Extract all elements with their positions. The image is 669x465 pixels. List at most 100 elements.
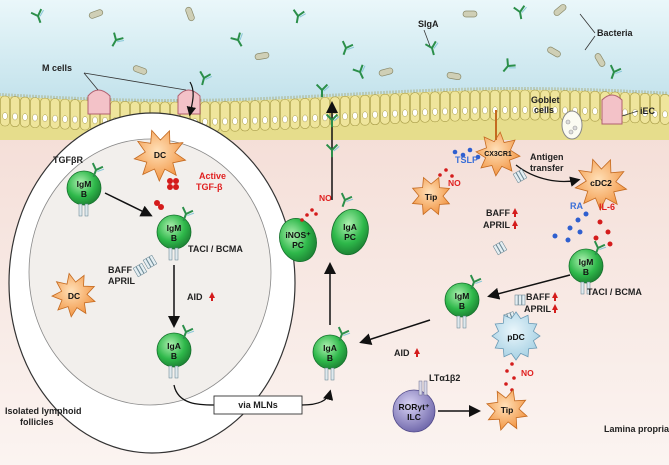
no-dots-1 bbox=[300, 208, 318, 222]
label-april-3: APRIL bbox=[524, 304, 552, 314]
siga-antibody bbox=[325, 113, 340, 128]
siga-antibody bbox=[292, 9, 306, 24]
b-cell-receptor bbox=[174, 365, 179, 379]
epithelial-cell bbox=[420, 91, 430, 123]
lta-receptor bbox=[418, 380, 428, 396]
label-il6: IL-6 bbox=[599, 202, 615, 212]
label-lamina-propria: Lamina propria bbox=[604, 424, 669, 434]
cx3cr1-label: CX3CR1 bbox=[484, 151, 512, 158]
label-goblet-cells: Goblet bbox=[531, 95, 560, 105]
b-cell-body bbox=[444, 282, 480, 318]
siga-antibody bbox=[424, 40, 439, 56]
mid-to-iga-arrow bbox=[359, 319, 431, 345]
epithelial-cell bbox=[20, 96, 30, 128]
b-cell-label: IgM bbox=[455, 291, 470, 301]
baff-trimer bbox=[142, 254, 158, 270]
siga-antibody bbox=[315, 83, 330, 98]
epithelial-nucleus bbox=[642, 109, 648, 118]
siga-antibody bbox=[341, 40, 355, 56]
baff-trimer bbox=[512, 168, 528, 184]
epithelial-cell bbox=[210, 101, 220, 132]
b-cell-receptor bbox=[168, 365, 173, 379]
epithelial-nucleus bbox=[92, 116, 98, 125]
siga-antibody bbox=[199, 70, 213, 86]
ilc-label-1: RORγt⁺ bbox=[399, 402, 430, 412]
label-april-2: APRIL bbox=[483, 220, 511, 230]
epithelial-cell bbox=[510, 89, 520, 121]
pdc-label: pDC bbox=[507, 332, 524, 342]
red-dot-cluster-1 bbox=[154, 200, 164, 210]
il6-dots bbox=[593, 219, 613, 247]
tip-dc-1: Tip bbox=[411, 176, 451, 216]
epithelial-nucleus bbox=[302, 114, 308, 123]
epithelial-nucleus bbox=[442, 107, 448, 116]
label-baff-2: BAFF bbox=[486, 208, 510, 218]
ilc-cell: RORγt⁺ ILC bbox=[392, 389, 436, 433]
label-taci-bcma-1: TACI / BCMA bbox=[188, 244, 243, 254]
siga-antibody bbox=[469, 274, 483, 290]
m-cells-pointer bbox=[83, 72, 99, 91]
epithelial-cell bbox=[310, 97, 320, 129]
baff-trimer bbox=[132, 262, 148, 278]
tgf-beta-dots bbox=[167, 178, 179, 190]
epithelial-nucleus bbox=[532, 106, 538, 114]
iga-plasma-cell: IgA PC bbox=[331, 208, 369, 256]
april-up-arrow-3 bbox=[552, 304, 558, 313]
goblet-cells bbox=[561, 110, 583, 140]
epithelial-nucleus bbox=[232, 117, 238, 125]
epithelial-nucleus bbox=[82, 116, 88, 124]
label-baff-3: BAFF bbox=[526, 292, 550, 302]
epithelial-nucleus bbox=[62, 115, 68, 123]
epithelial-cell bbox=[380, 93, 390, 125]
iec-pointer bbox=[621, 110, 639, 117]
bacterium bbox=[547, 46, 561, 58]
tslp-dots bbox=[452, 147, 481, 160]
siga-group bbox=[30, 5, 623, 98]
epithelial-nucleus bbox=[592, 107, 598, 115]
epithelial-cell bbox=[450, 90, 460, 122]
epithelial-cell bbox=[360, 94, 370, 126]
bacterium bbox=[594, 53, 606, 67]
ilc-label-2: ILC bbox=[407, 412, 421, 422]
siga-antibody bbox=[111, 32, 125, 47]
bacterium bbox=[378, 67, 394, 77]
label-siga: SIgA bbox=[418, 19, 439, 29]
label-via-mlns: via MLNs bbox=[238, 400, 278, 410]
april-up-arrow-2 bbox=[512, 220, 518, 229]
epithelial-cell bbox=[0, 95, 10, 127]
epithelial-cell bbox=[520, 89, 530, 121]
inos-pc-label-1: iNOS⁺ bbox=[285, 230, 311, 240]
epithelial-cell bbox=[300, 98, 310, 129]
label-april-1: APRIL bbox=[108, 276, 136, 286]
b-cell-label: B bbox=[171, 233, 177, 243]
baff-trimer bbox=[514, 294, 526, 306]
dc-follicle: DC bbox=[133, 129, 187, 183]
label-bacteria: Bacteria bbox=[597, 28, 634, 38]
label-antigen-2: transfer bbox=[530, 163, 564, 173]
b-cell-body bbox=[568, 248, 604, 284]
epithelial-nucleus bbox=[282, 115, 288, 124]
label-isolated-2: follicles bbox=[20, 417, 54, 427]
epithelial-cell bbox=[480, 90, 490, 121]
siga-antibody bbox=[181, 324, 195, 340]
epithelial-nucleus bbox=[462, 107, 468, 115]
label-goblet-cells-2: cells bbox=[534, 105, 554, 115]
epithelial-nucleus bbox=[212, 117, 218, 126]
siga-column bbox=[325, 113, 354, 208]
antigen-uptake-arrow bbox=[186, 81, 197, 117]
ra-dots bbox=[552, 211, 589, 243]
baff-trimers-2 bbox=[492, 168, 528, 256]
epithelial-nucleus bbox=[72, 115, 78, 124]
epithelial-nucleus bbox=[542, 106, 548, 114]
label-lta: LTα1β2 bbox=[429, 373, 460, 383]
epithelial-nucleus bbox=[582, 107, 588, 115]
epithelial-nucleus bbox=[522, 106, 528, 114]
epithelial-nucleus bbox=[652, 110, 658, 118]
b-cell-receptor bbox=[456, 315, 461, 329]
epithelial-nucleus bbox=[482, 106, 488, 115]
label-taci-bcma-2: TACI / BCMA bbox=[587, 287, 642, 297]
